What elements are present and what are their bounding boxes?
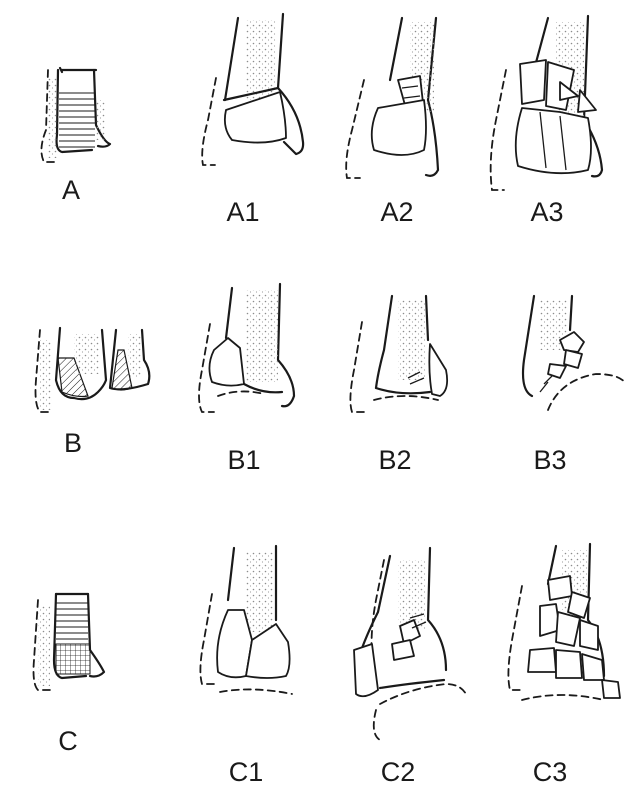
label-C3: C3 xyxy=(533,757,568,787)
diagram-C xyxy=(34,594,105,690)
diagram-B3 xyxy=(523,296,626,410)
label-A3: A3 xyxy=(530,197,563,227)
label-A1: A1 xyxy=(226,197,259,227)
label-B2: B2 xyxy=(378,445,411,475)
diagram-C3 xyxy=(508,544,620,700)
label-B1: B1 xyxy=(227,445,260,475)
label-B3: B3 xyxy=(533,445,566,475)
label-C1: C1 xyxy=(229,757,264,787)
diagram-A3 xyxy=(491,16,602,190)
diagram-B1 xyxy=(199,284,294,412)
diagram-A1 xyxy=(202,14,303,165)
label-A2: A2 xyxy=(380,197,413,227)
diagram-A2 xyxy=(346,18,438,178)
label-A: A xyxy=(62,175,80,205)
label-B: B xyxy=(64,428,82,458)
diagram-B2 xyxy=(350,296,447,412)
label-C2: C2 xyxy=(381,757,416,787)
diagram-C2 xyxy=(354,548,466,740)
diagram-B xyxy=(36,328,150,412)
diagram-C1 xyxy=(200,546,292,694)
diagram-A xyxy=(41,68,110,162)
label-C: C xyxy=(58,726,78,756)
